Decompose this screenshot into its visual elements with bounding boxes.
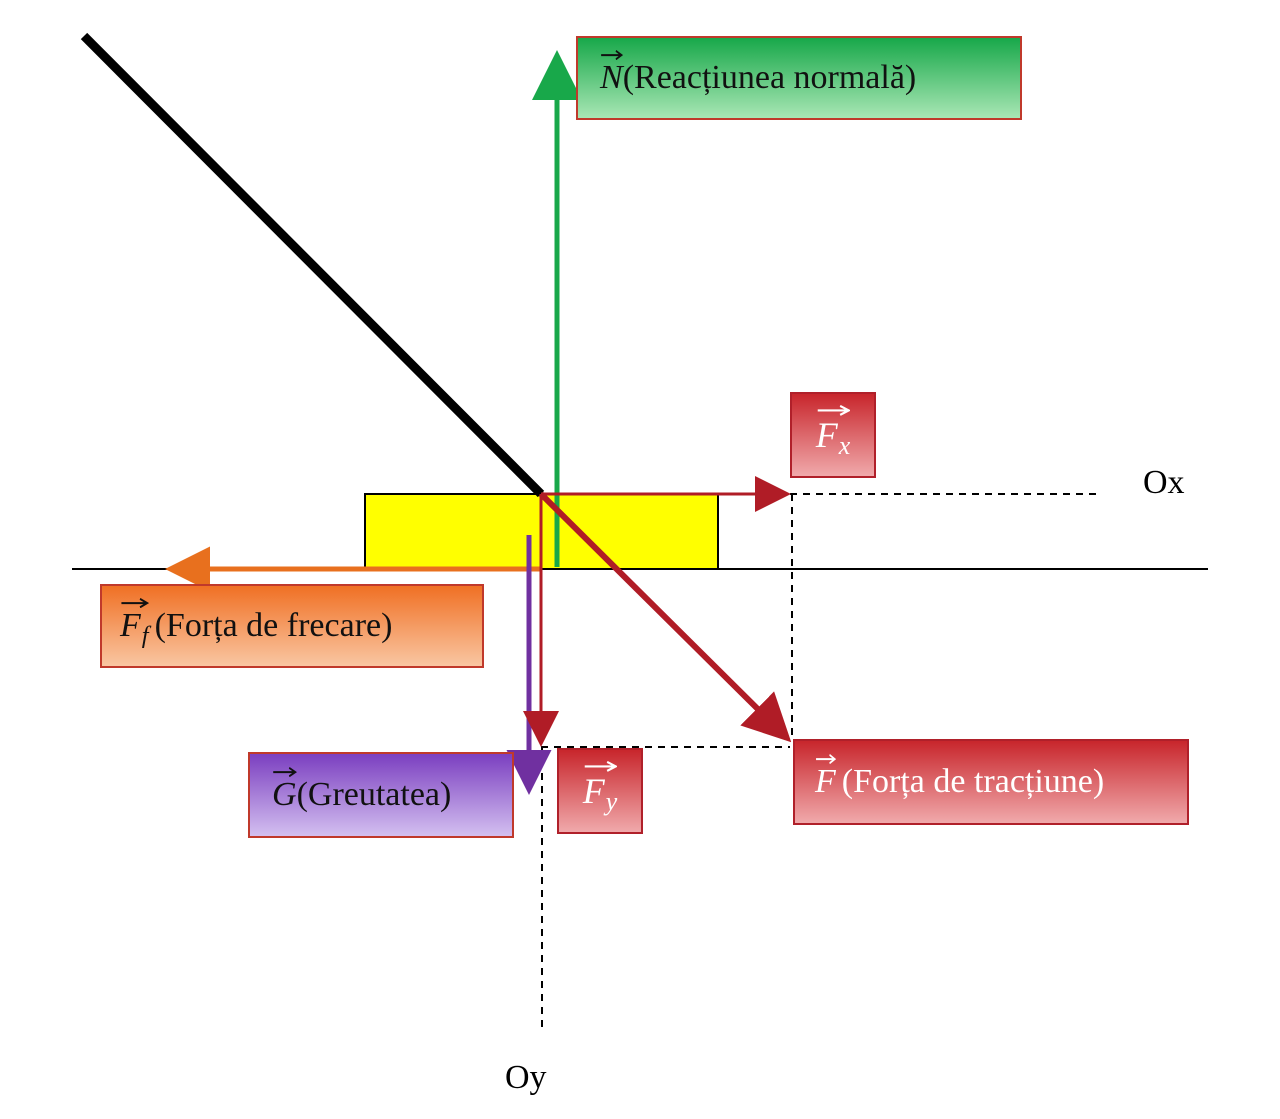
- friction-symbol: Ff: [120, 598, 149, 648]
- ox-axis-label: Ox: [1143, 464, 1185, 501]
- friction-subscript: f: [141, 621, 149, 649]
- fx-subscript: x: [838, 431, 851, 461]
- fy-subscript: y: [605, 787, 618, 817]
- fx-symbol: Fx: [816, 405, 851, 459]
- normal-force-label: N (Reacțiunea normală): [576, 36, 1022, 120]
- fx-component-label: Fx: [790, 392, 876, 478]
- oy-axis-label: Oy: [505, 1059, 547, 1096]
- traction-force-label: F (Forța de tracțiune): [793, 739, 1189, 825]
- fy-component-label: Fy: [557, 748, 643, 834]
- friction-force-text: (Forța de frecare): [154, 607, 393, 644]
- friction-force-label: Ff (Forța de frecare): [100, 584, 484, 668]
- weight-text: (Greutatea): [296, 776, 452, 813]
- weight-label: G (Greutatea): [248, 752, 514, 838]
- weight-symbol: G: [272, 767, 297, 812]
- fy-symbol: Fy: [583, 761, 618, 815]
- traction-symbol: F: [815, 754, 836, 799]
- traction-force-arrow: [538, 491, 792, 743]
- normal-force-symbol: N: [600, 50, 623, 95]
- rope-line: [80, 32, 545, 498]
- traction-force-text: (Forța de tracțiune): [841, 763, 1105, 800]
- normal-force-text: (Reacțiunea normală): [622, 59, 917, 96]
